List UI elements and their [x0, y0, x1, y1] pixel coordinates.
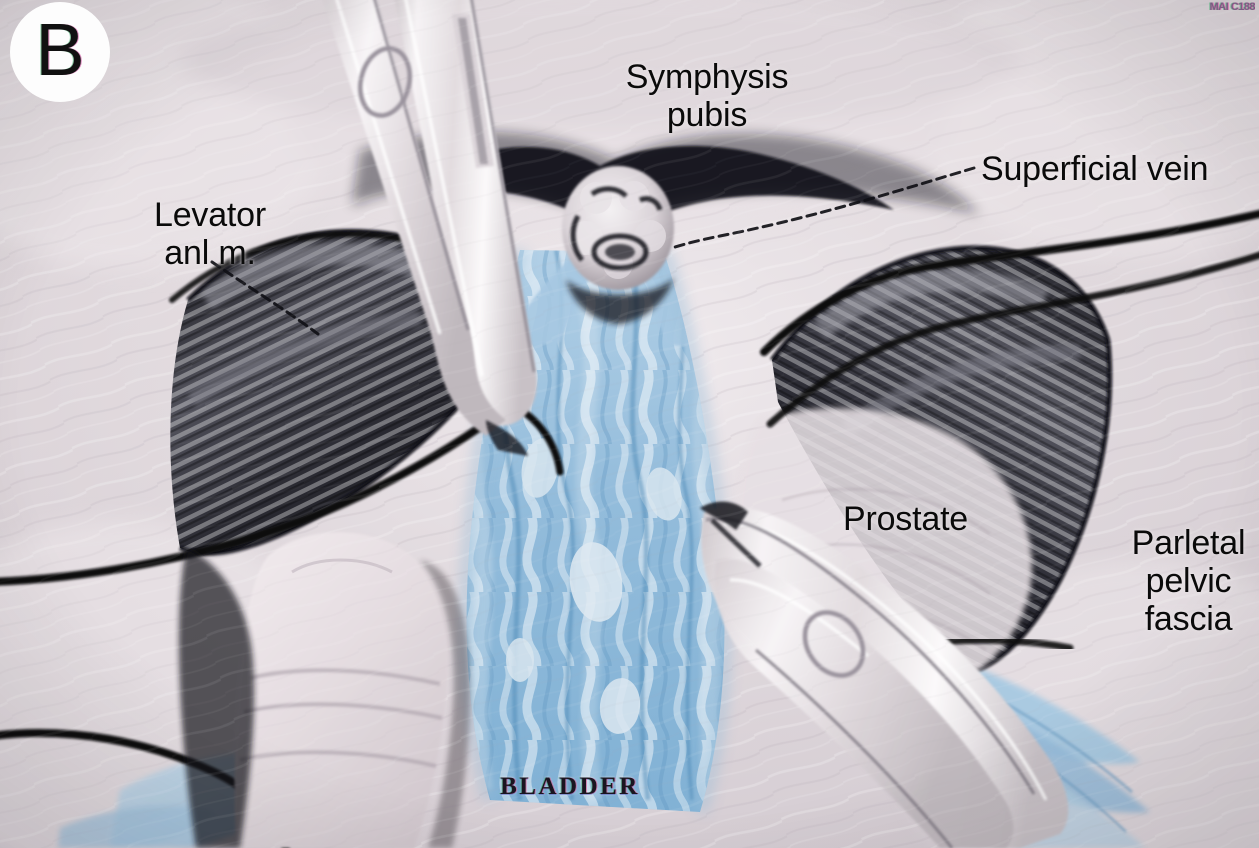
label-levator-ani-muscle: Levator anl m. — [153, 196, 266, 272]
panel-letter-badge: B — [10, 2, 110, 102]
label-symphysis-pubis: Symphysis pubis — [625, 58, 789, 134]
label-superficial-vein: Superficial vein — [981, 150, 1209, 188]
label-bladder: BLADDER — [500, 773, 640, 800]
artist-watermark: MAI C188 — [1209, 1, 1255, 13]
label-prostate: Prostate — [843, 500, 969, 538]
panel-letter: B — [35, 8, 85, 91]
label-parietal-pelvic-fascia: Parletal pelvic fascia — [1131, 524, 1246, 638]
